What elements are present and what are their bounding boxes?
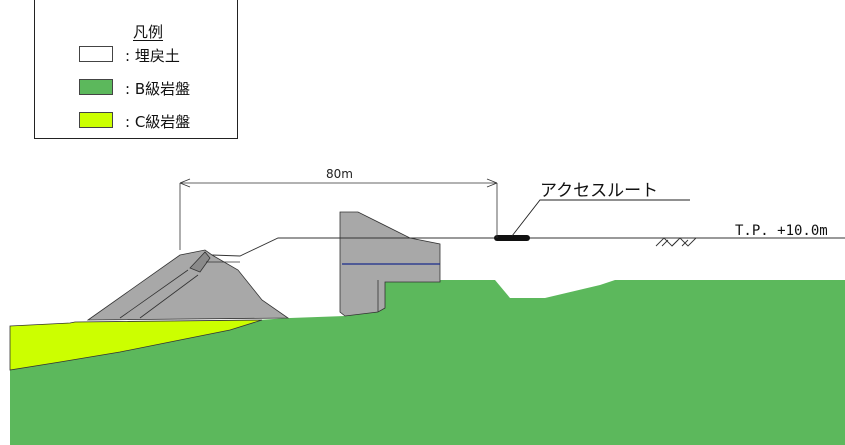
- b-class-rock-layer: [10, 280, 845, 445]
- left-embankment: [86, 249, 290, 321]
- legend-label-b-rock: : B級岩盤: [125, 80, 191, 98]
- legend: 凡例 : 埋戻土 : B級岩盤 : C級岩盤: [34, 0, 238, 139]
- dimension-label: 80m: [326, 167, 353, 181]
- legend-swatch-b-rock: [79, 79, 113, 95]
- dimension-80m: [179, 178, 498, 250]
- legend-label-c-rock: : C級岩盤: [125, 113, 191, 131]
- c-class-rock-layer: [9, 319, 263, 371]
- elevation-label: T.P. +10.0m: [735, 223, 828, 239]
- water-level-symbol: [655, 237, 697, 247]
- access-route-label: アクセスルート: [540, 181, 659, 201]
- access-route-marker: [494, 235, 530, 241]
- legend-label-backfill: : 埋戻土: [125, 47, 180, 65]
- access-route-leader: [511, 199, 690, 237]
- legend-swatch-backfill: [79, 46, 113, 62]
- fill-surface-line: [211, 237, 340, 257]
- legend-title: 凡例: [133, 23, 164, 41]
- legend-swatch-c-rock: [79, 112, 113, 128]
